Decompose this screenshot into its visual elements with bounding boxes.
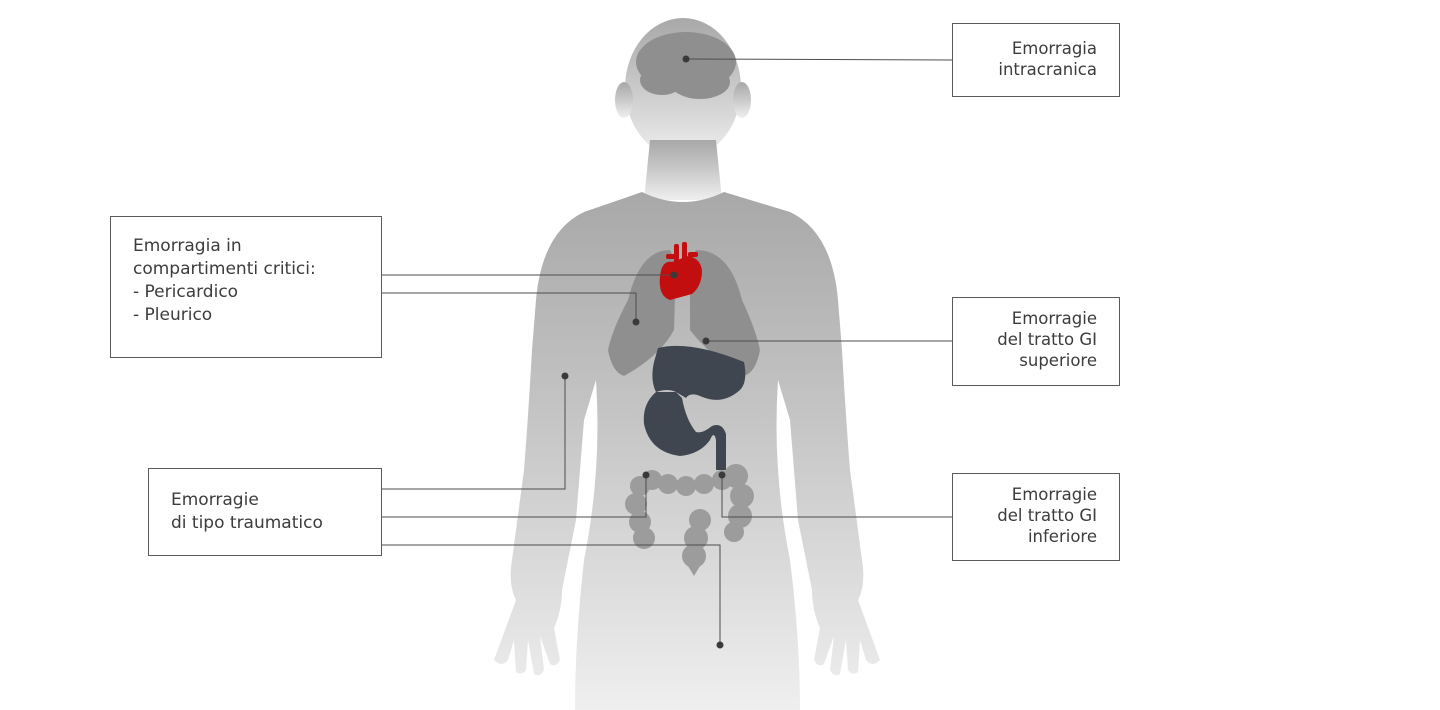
label-line: - Pleurico [133, 305, 213, 325]
label-line: del tratto GI [997, 506, 1097, 525]
label-emorragie-gi-superiore: Emorragie del tratto GI superiore [952, 297, 1120, 386]
label-line: superiore [1019, 351, 1097, 370]
leader-lines [382, 58, 953, 645]
leader-dots [561, 55, 726, 649]
leader-traumatico [382, 376, 566, 490]
dot-intestine-right [718, 471, 726, 479]
leader-intestine-top [382, 476, 647, 518]
label-emorragia-compartimenti-critici: Emorragia in compartimenti critici: - Pe… [110, 216, 382, 358]
label-line: inferiore [1027, 527, 1097, 546]
label-line: compartimenti critici: [133, 259, 316, 279]
leader-lower [382, 544, 721, 645]
label-emorragie-gi-inferiore: Emorragie del tratto GI inferiore [952, 473, 1120, 561]
leader-inferiore [721, 475, 952, 518]
label-line: Emorragie [1011, 485, 1097, 504]
label-line: del tratto GI [997, 330, 1097, 349]
label-line: Emorragie [171, 490, 259, 510]
dot-lung-right [702, 337, 710, 345]
heart [659, 242, 702, 300]
stomach [643, 345, 746, 470]
label-emorragie-traumatico: Emorragie di tipo traumatico [148, 468, 382, 556]
label-emorragia-intracranica: Emorragia intracranica [952, 23, 1120, 97]
label-line: di tipo traumatico [171, 513, 323, 533]
label-line: Emorragie [1011, 309, 1097, 328]
label-line: intracranica [998, 60, 1097, 79]
leader-pleurico [382, 292, 637, 322]
dot-intestine-left [642, 471, 650, 479]
lungs [608, 250, 760, 376]
dot-pelvis [716, 641, 724, 649]
label-line: - Pericardico [133, 282, 239, 302]
dot-lung-left [632, 318, 640, 326]
dot-arm [561, 372, 569, 380]
label-line: Emorragia in [133, 236, 242, 256]
dot-brain [682, 55, 690, 63]
leader-intracranica [685, 58, 953, 61]
label-line: Emorragia [1011, 39, 1097, 58]
dot-heart [670, 271, 678, 279]
brain [636, 32, 736, 99]
